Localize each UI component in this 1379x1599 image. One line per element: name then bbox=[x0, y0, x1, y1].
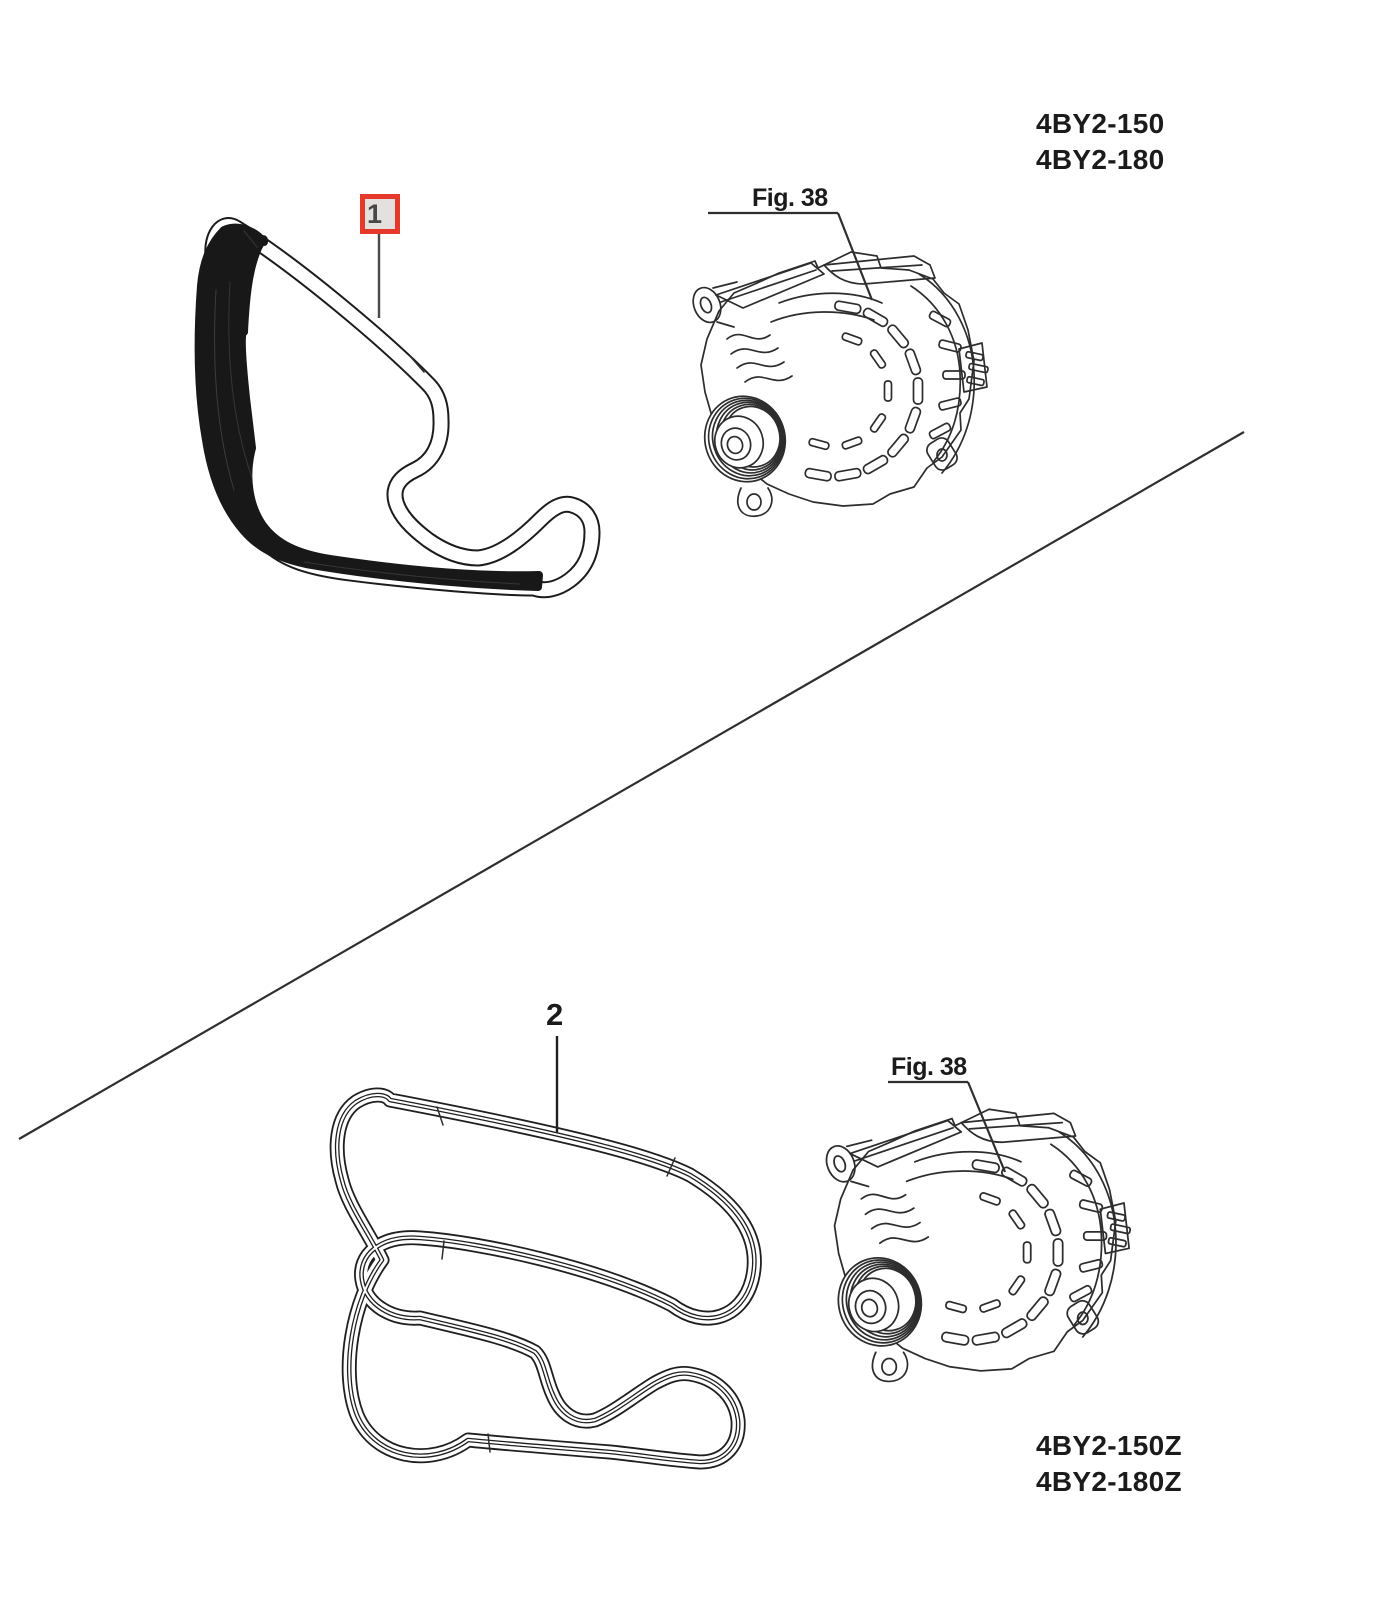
fig-ref-bottom-leader bbox=[888, 1080, 1007, 1173]
top-belt-drawing bbox=[194, 217, 601, 599]
model-code: 4BY2-150Z bbox=[1036, 1430, 1182, 1461]
top-alternator-drawing bbox=[687, 251, 990, 518]
callout-2[interactable]: 2 bbox=[546, 997, 564, 1032]
model-codes-top: 4BY2-150 4BY2-180 bbox=[1036, 106, 1164, 178]
section-divider-line bbox=[18, 431, 1245, 1140]
figure-reference-top[interactable]: Fig. 38 bbox=[752, 184, 828, 212]
bottom-belt-seam-ticks bbox=[436, 1106, 676, 1453]
top-belt-seam-ticks bbox=[243, 230, 425, 373]
model-codes-bottom: 4BY2-150Z 4BY2-180Z bbox=[1036, 1428, 1182, 1500]
model-code: 4BY2-180 bbox=[1036, 144, 1165, 175]
bottom-alternator-drawing bbox=[820, 1108, 1132, 1383]
figure-reference-bottom[interactable]: Fig. 38 bbox=[891, 1053, 967, 1081]
fig-ref-top-leader bbox=[708, 211, 874, 301]
model-code: 4BY2-150 bbox=[1036, 108, 1165, 139]
model-code: 4BY2-180Z bbox=[1036, 1466, 1182, 1497]
bottom-belt-drawing bbox=[329, 1087, 762, 1470]
callout-1-highlight-box[interactable]: 1 bbox=[360, 194, 400, 234]
